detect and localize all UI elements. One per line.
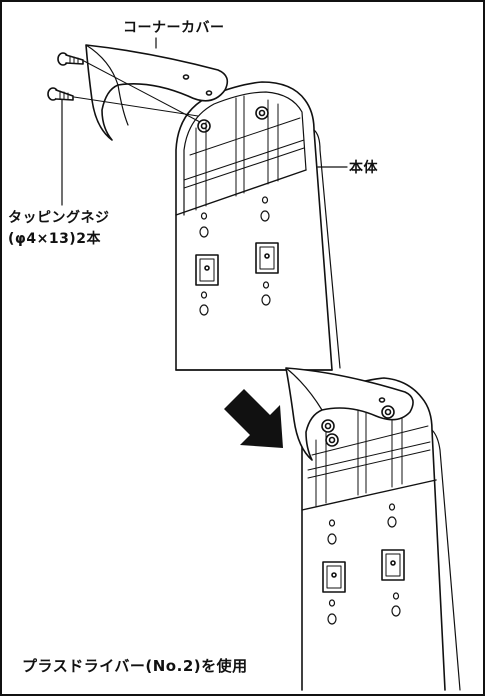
corner-cover-installed [285,367,414,461]
main-body-label: 本体 [349,160,378,176]
mount-holes [199,196,271,316]
bracket-left [195,254,219,286]
corner-cover-label: コーナーカバー [123,20,225,36]
mount-holes [327,503,401,625]
arrow-down-right-icon [224,389,283,448]
tapping-screw-icon [57,52,201,123]
main-body-bottom [285,367,461,691]
bracket-right [381,549,405,581]
main-body-top [175,81,341,371]
screw-label-line1: タッピングネジ [8,210,110,226]
bracket-right [255,242,279,274]
bracket-left [322,561,346,593]
tool-note: プラスドライバー(No.2)を使用 [22,657,248,675]
tapping-screw-icon [47,87,199,117]
screw-label-line2: (φ4×13)2本 [8,231,101,247]
corner-cover [85,44,229,141]
